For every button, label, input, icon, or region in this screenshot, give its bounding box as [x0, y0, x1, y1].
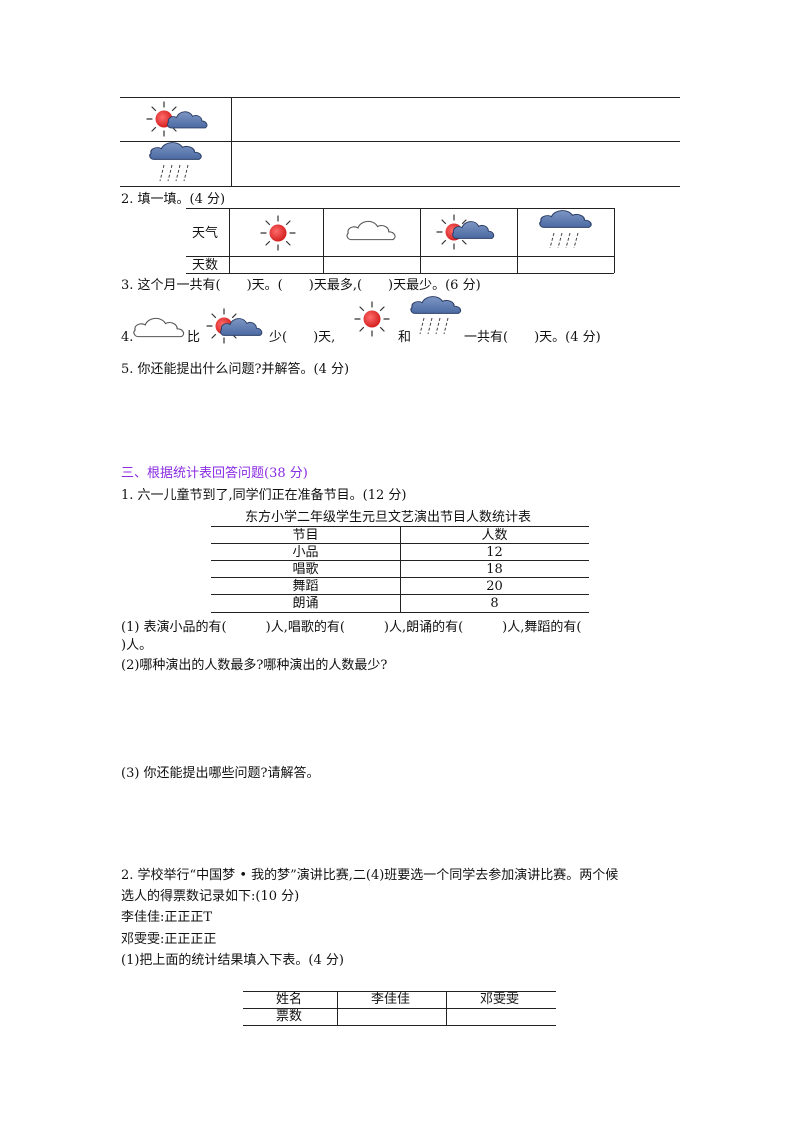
vote-header-candidate-2: 邓雯雯 — [480, 992, 520, 1007]
stat-table: 节目 人数 小品 12 唱歌 18 舞蹈 20 朗诵 8 — [211, 527, 589, 612]
candidate-1-tally: 李佳佳:正正正T — [121, 910, 213, 925]
candidate-2-tally: 邓雯雯:正正正正 — [121, 932, 217, 947]
table-row: 朗诵 8 — [211, 595, 589, 612]
sun-cloud-icon — [206, 308, 263, 344]
q5-text: 5. 你还能提出什么问题?并解答。(4 分) — [121, 362, 350, 377]
s3q2-line2: 选人的得票数记录如下:(10 分) — [121, 889, 300, 904]
rain-cloud-icon — [410, 295, 462, 335]
q4-he: 和 — [398, 330, 412, 345]
s3q1-sub3: (3) 你还能提出哪些问题?请解答。 — [121, 766, 320, 781]
q4-shao: 少( )天, — [269, 330, 336, 345]
q2-label: 2. 填一填。(4 分) — [121, 192, 226, 207]
s3q2-sub1: (1)把上面的统计结果填入下表。(4 分) — [121, 953, 344, 968]
sun-icon — [260, 215, 296, 251]
s3q1-sub1-line1: (1) 表演小品的有( )人,唱歌的有( )人,朗诵的有( )人,舞蹈的有( — [121, 620, 582, 635]
s3q1-sub1-line2: )人。 — [121, 638, 153, 653]
table-row: 唱歌 18 — [211, 561, 589, 578]
stat-table-title: 东方小学二年级学生元旦文艺演出节目人数统计表 — [245, 510, 532, 525]
q4-prefix: 4. — [121, 330, 134, 345]
stat-header-program: 节目 — [292, 527, 319, 543]
stat-cell-name: 唱歌 — [292, 561, 319, 577]
table-row: 舞蹈 20 — [211, 578, 589, 595]
vote-header-name: 姓名 — [276, 992, 303, 1007]
stat-cell-count: 18 — [486, 561, 503, 577]
s3q1-sub2: (2)哪种演出的人数最多?哪种演出的人数最少? — [121, 658, 388, 673]
q2-row-header-days: 天数 — [192, 258, 219, 273]
section3-title: 三、根据统计表回答问题(38 分) — [121, 466, 308, 481]
q2-row-header-weather: 天气 — [192, 226, 219, 241]
s3q2-line1: 2. 学校举行“中国梦 • 我的梦”演讲比赛,二(4)班要选一个同学去参加演讲比… — [121, 868, 619, 883]
stat-cell-name: 朗诵 — [292, 595, 319, 611]
table-row: 小品 12 — [211, 544, 589, 561]
cloud-icon — [346, 220, 396, 241]
stat-cell-name: 小品 — [292, 544, 319, 560]
s3q1-intro: 1. 六一儿童节到了,同学们正在准备节目。(12 分) — [121, 488, 407, 503]
stat-cell-count: 8 — [490, 595, 499, 611]
vote-header-candidate-1: 李佳佳 — [371, 992, 411, 1007]
q4-bi: 比 — [187, 330, 201, 345]
stat-cell-name: 舞蹈 — [292, 578, 319, 594]
sun-icon — [354, 301, 390, 337]
rain-cloud-icon — [149, 141, 202, 182]
q3-text: 3. 这个月一共有( )天。( )天最多,( )天最少。(6 分) — [121, 278, 481, 293]
sun-cloud-icon — [146, 101, 208, 137]
rain-cloud-icon — [539, 209, 592, 249]
sun-cloud-icon — [436, 214, 495, 250]
cloud-icon — [133, 317, 185, 338]
vote-row-label: 票数 — [276, 1009, 303, 1024]
stat-cell-count: 12 — [486, 544, 503, 560]
stat-cell-count: 20 — [486, 578, 503, 594]
q4-suffix: 一共有( )天。(4 分) — [464, 330, 601, 345]
stat-header-count: 人数 — [481, 527, 508, 543]
